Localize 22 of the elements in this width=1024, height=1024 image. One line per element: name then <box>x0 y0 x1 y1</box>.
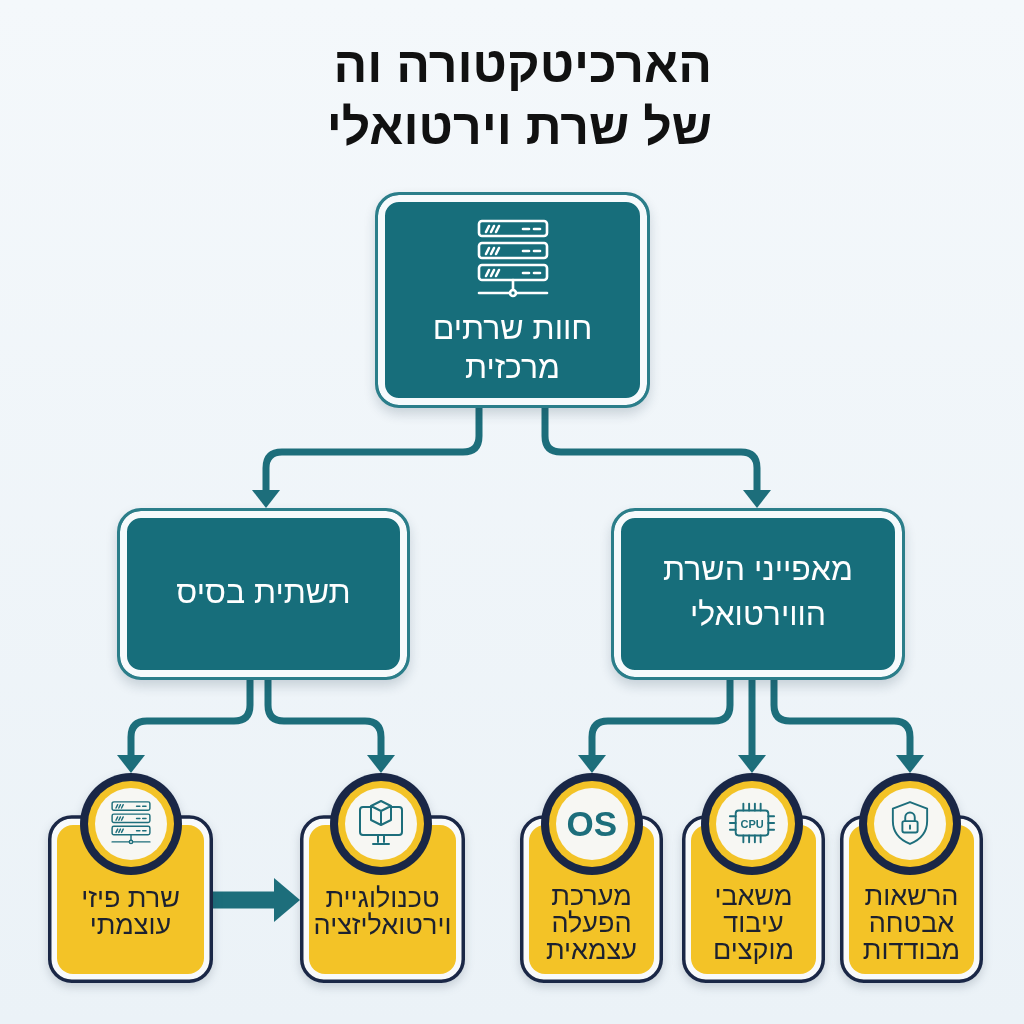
arrow <box>541 408 771 508</box>
node-label: מאפייני השרת הווירטואלי <box>662 550 854 634</box>
title: הארכיטקטורה וה של שרת וירטואלי <box>325 36 712 157</box>
node-label: משאבי עיבוד מוקצים <box>712 882 795 964</box>
process-box <box>611 508 905 680</box>
arrow <box>578 680 734 773</box>
node-label: טכנולוגיית וירטואליזציה <box>312 885 453 939</box>
node-label: תשתית בסיס <box>175 572 352 612</box>
process-box <box>117 508 410 680</box>
node-label: מערכת הפעלה עצמאית <box>544 882 639 964</box>
node-label: הרשאות אבטחה מבודדות <box>861 882 962 964</box>
process-box <box>375 192 650 408</box>
arrow <box>117 680 254 773</box>
arrow <box>213 878 300 922</box>
icon-label: OS <box>566 804 618 844</box>
node-label: שרת פיזי עוצמתי <box>80 885 181 939</box>
arrow <box>738 680 766 773</box>
node-label: חוות שרתים מרכזית <box>431 309 594 387</box>
arrow <box>264 680 395 773</box>
arrow <box>770 680 924 773</box>
arrow <box>252 408 483 508</box>
icon-label: CPU <box>740 817 764 831</box>
